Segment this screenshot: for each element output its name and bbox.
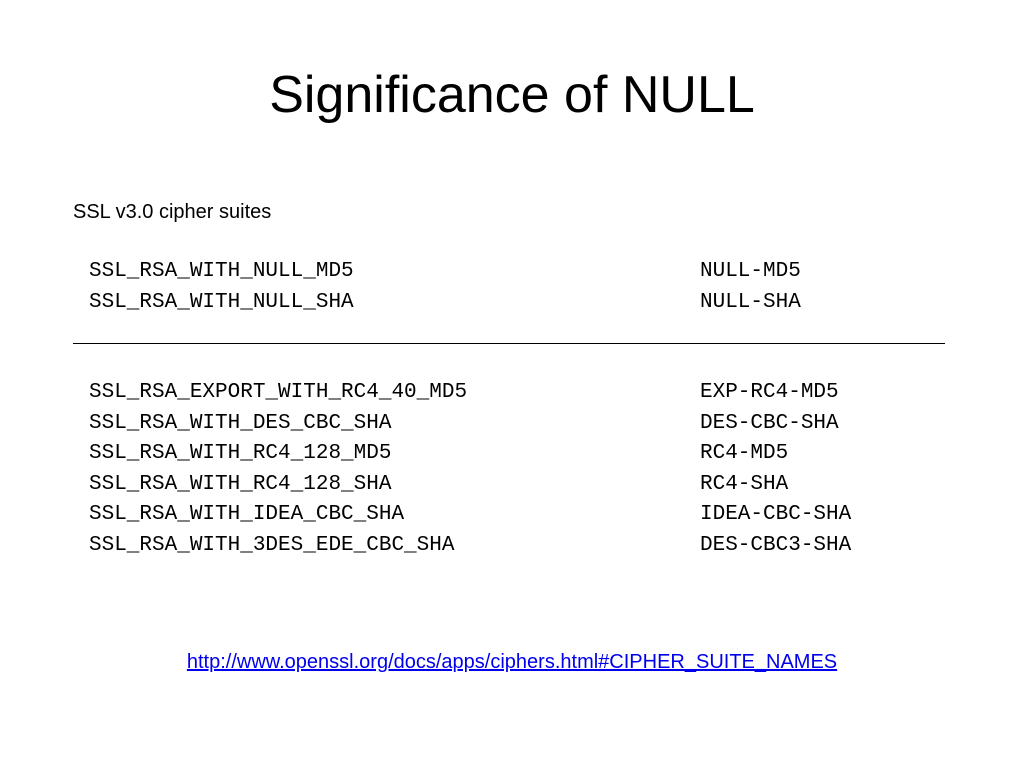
other-cipher-table: SSL_RSA_EXPORT_WITH_RC4_40_MD5 EXP-RC4-M…: [89, 378, 851, 562]
cipher-alias: IDEA-CBC-SHA: [700, 503, 852, 527]
table-row: SSL_RSA_WITH_RC4_128_SHA RC4-SHA: [89, 470, 788, 501]
slide-title: Significance of NULL: [269, 66, 755, 124]
cipher-suite-name: SSL_RSA_WITH_NULL_MD5: [89, 260, 354, 283]
table-row: SSL_RSA_WITH_3DES_EDE_CBC_SHA DES-CBC3-S…: [89, 531, 851, 562]
table-row: SSL_RSA_WITH_NULL_SHA NULL-SHA: [89, 288, 801, 319]
cipher-suite-name: SSL_RSA_WITH_RC4_128_SHA: [89, 472, 392, 496]
table-row: SSL_RSA_WITH_IDEA_CBC_SHA IDEA-CBC-SHA: [89, 500, 851, 531]
cipher-suite-name: SSL_RSA_WITH_3DES_EDE_CBC_SHA: [89, 533, 455, 557]
table-row: SSL_RSA_EXPORT_WITH_RC4_40_MD5 EXP-RC4-M…: [89, 378, 839, 409]
table-row: SSL_RSA_WITH_RC4_128_MD5 RC4-MD5: [89, 439, 788, 470]
cipher-suite-name: SSL_RSA_WITH_NULL_SHA: [89, 290, 354, 314]
section-divider: [73, 343, 945, 344]
cipher-alias: DES-CBC3-SHA: [700, 533, 852, 557]
null-cipher-table: SSL_RSA_WITH_NULL_MD5 NULL-MD5 SSL_RSA_W…: [89, 257, 801, 319]
cipher-alias: NULL-MD5: [700, 260, 801, 283]
cipher-alias: RC4-SHA: [700, 472, 789, 496]
slide-subtitle: SSL v3.0 cipher suites: [73, 201, 272, 223]
cipher-suite-name: SSL_RSA_EXPORT_WITH_RC4_40_MD5: [89, 381, 468, 404]
cipher-alias: RC4-MD5: [700, 442, 789, 466]
cipher-alias: EXP-RC4-MD5: [700, 381, 839, 404]
cipher-suite-name: SSL_RSA_WITH_DES_CBC_SHA: [89, 411, 392, 435]
cipher-suite-name: SSL_RSA_WITH_RC4_128_MD5: [89, 442, 392, 466]
openssl-ciphers-link[interactable]: http://www.openssl.org/docs/apps/ciphers…: [186, 651, 838, 673]
cipher-alias: DES-CBC-SHA: [700, 411, 839, 435]
reference-link-container: http://www.openssl.org/docs/apps/ciphers…: [0, 648, 1024, 676]
cipher-alias: NULL-SHA: [700, 290, 801, 314]
table-row: SSL_RSA_WITH_NULL_MD5 NULL-MD5: [89, 257, 801, 288]
table-row: SSL_RSA_WITH_DES_CBC_SHA DES-CBC-SHA: [89, 409, 839, 440]
cipher-suite-name: SSL_RSA_WITH_IDEA_CBC_SHA: [89, 503, 405, 527]
